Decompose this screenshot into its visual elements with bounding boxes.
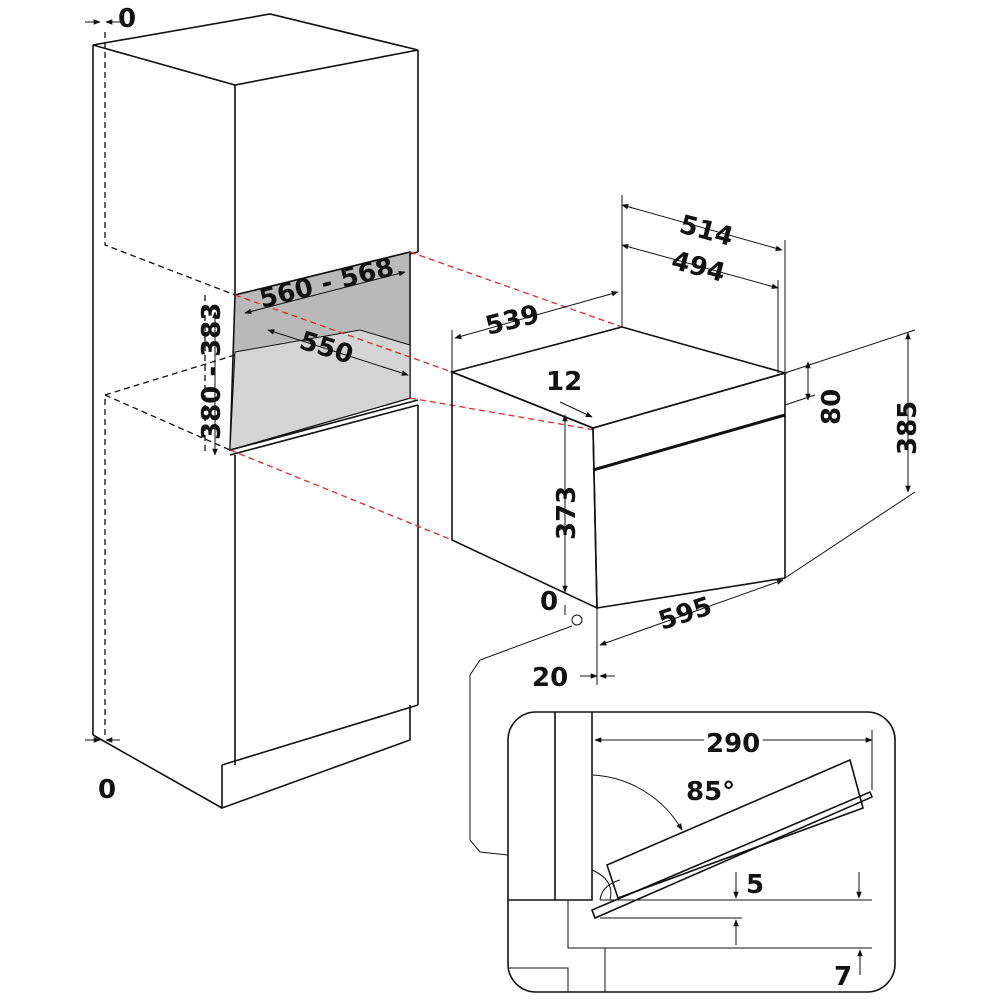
label-bottom-clearance: 0 <box>98 775 116 805</box>
oven <box>449 326 788 856</box>
label-oven-width: 595 <box>655 591 716 636</box>
label-body-height: 373 <box>552 486 582 540</box>
label-oven-depth-total: 539 <box>482 300 542 342</box>
label-panel-offset: 12 <box>546 367 582 397</box>
label-depth-514: 514 <box>676 210 736 253</box>
label-top-clearance: 0 <box>118 4 136 34</box>
dimension-lines <box>85 19 916 743</box>
label-door-gap: 5 <box>746 870 764 900</box>
door-detail-inset <box>507 711 896 993</box>
tall-cabinet <box>92 13 419 810</box>
label-door-open-depth: 290 <box>706 729 760 759</box>
label-niche-height: 380 - 383 <box>197 303 227 440</box>
label-floor-gap: 7 <box>834 962 852 992</box>
dimension-labels: 0 0 560 - 568 550 380 - 383 539 514 494 … <box>98 4 923 992</box>
label-door-angle: 85° <box>686 777 735 807</box>
label-front-clearance: 0 <box>540 587 558 617</box>
label-panel-height: 80 <box>817 389 847 425</box>
label-depth-494: 494 <box>668 246 728 289</box>
label-front-thickness: 20 <box>532 663 568 693</box>
label-oven-height: 385 <box>893 401 923 455</box>
